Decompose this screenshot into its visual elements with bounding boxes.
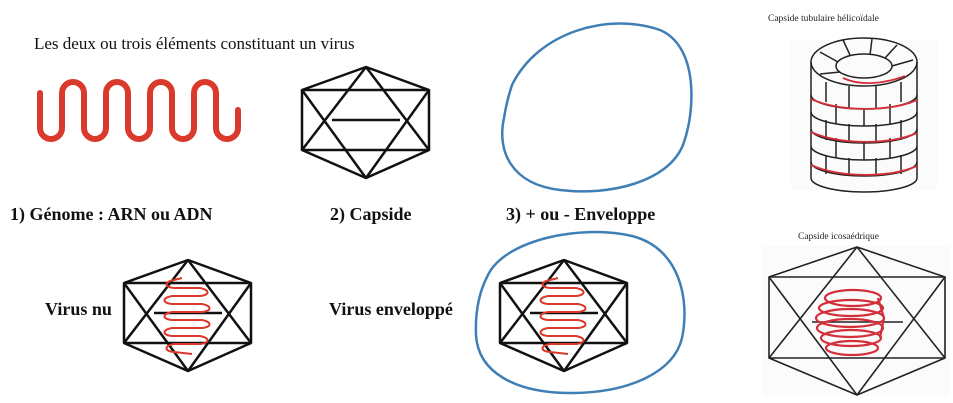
enveloppe-shape: [502, 24, 691, 192]
genome-label: 1) Génome : ARN ou ADN: [10, 204, 213, 225]
capside-shape: [302, 67, 429, 178]
capside-helicoidale-label: Capside tubulaire hélicoïdale: [768, 14, 879, 24]
virus-nu-label: Virus nu: [45, 299, 112, 320]
enveloppe-label: 3) + ou - Enveloppe: [506, 204, 655, 225]
icosahedral-capsid: [762, 246, 950, 396]
genome-strand: [40, 82, 238, 139]
virus-nu-shape: [124, 260, 251, 371]
helical-capsid: [791, 38, 937, 192]
virus-enveloppe-shape: [476, 232, 685, 393]
capside-label: 2) Capside: [330, 204, 412, 225]
capside-icosaedrique-label: Capside icosaédrique: [798, 232, 879, 242]
virus-enveloppe-label: Virus enveloppé: [329, 299, 453, 320]
